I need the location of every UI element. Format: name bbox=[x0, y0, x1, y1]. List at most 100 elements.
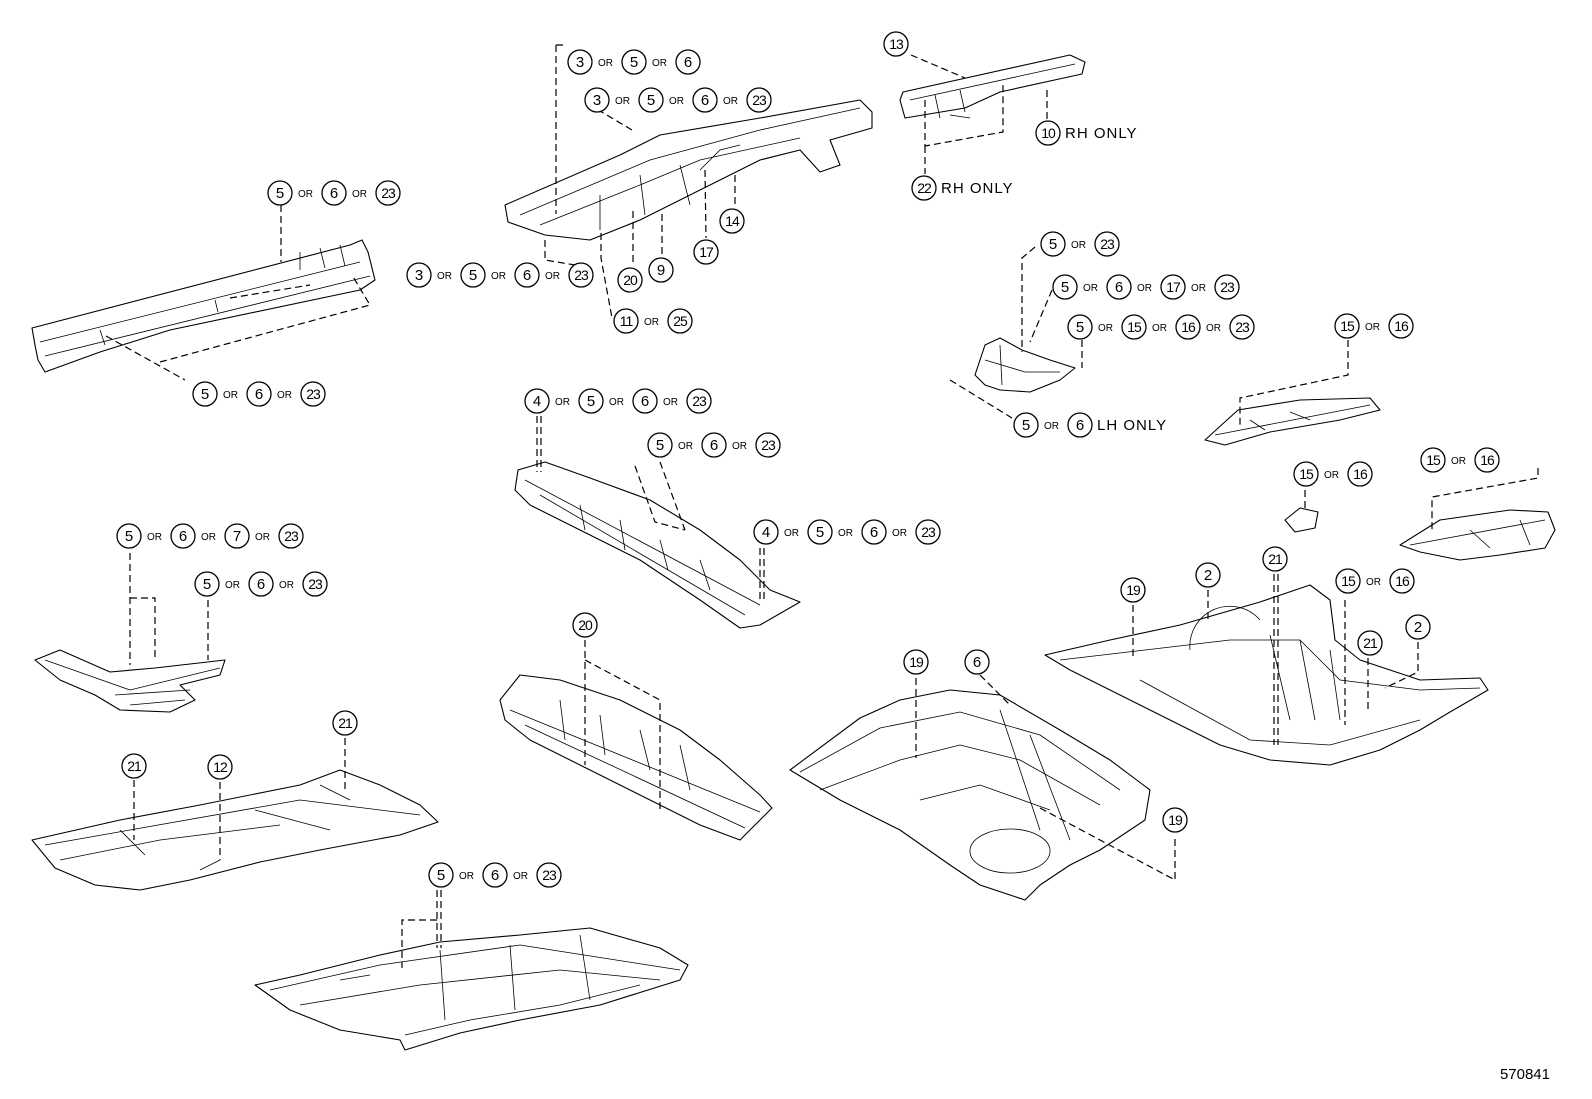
long-side-rail-part bbox=[31, 239, 376, 373]
callout-part-number: 23 bbox=[542, 867, 557, 883]
callout-part-number: 4 bbox=[762, 524, 770, 541]
callout-part-number: 5 bbox=[1022, 417, 1030, 434]
callout-or-separator: OR bbox=[147, 532, 162, 543]
callout-part-number: 5 bbox=[203, 576, 211, 593]
callout-or-separator: OR bbox=[644, 317, 659, 328]
callout-c-21-b: 21 bbox=[1357, 630, 1383, 656]
callout-circle bbox=[428, 862, 454, 888]
callout-circle bbox=[302, 571, 328, 597]
callout-or-separator: OR bbox=[279, 580, 294, 591]
callout-part-number: 16 bbox=[1395, 573, 1410, 589]
callout-or-separator: OR bbox=[1366, 577, 1381, 588]
callout-part-number: 6 bbox=[255, 386, 263, 403]
callout-part-number: 6 bbox=[710, 437, 718, 454]
callout-part-number: 19 bbox=[1126, 582, 1141, 598]
callout-or-separator: OR bbox=[1365, 322, 1380, 333]
callout-part-number: 21 bbox=[1363, 635, 1378, 651]
callout-circle bbox=[192, 381, 218, 407]
callout-circle bbox=[613, 308, 639, 334]
callout-part-number: 6 bbox=[1076, 417, 1084, 434]
callout-circle bbox=[1293, 461, 1319, 487]
callout-circle bbox=[1094, 231, 1120, 257]
callout-circle bbox=[1389, 568, 1415, 594]
callout-part-number: 15 bbox=[1426, 452, 1441, 468]
callout-circle bbox=[116, 523, 142, 549]
small-clip-part bbox=[1284, 507, 1319, 533]
callout-c-14: 14 bbox=[719, 208, 745, 234]
callout-circle bbox=[482, 862, 508, 888]
callout-circle bbox=[267, 180, 293, 206]
callout-or-separator: OR bbox=[838, 528, 853, 539]
callout-circle bbox=[121, 753, 147, 779]
callout-note: RH ONLY bbox=[1065, 125, 1138, 142]
callout-or-separator: OR bbox=[1098, 323, 1113, 334]
callout-circle bbox=[1474, 447, 1500, 473]
callout-part-number: 5 bbox=[125, 528, 133, 545]
callout-part-number: 23 bbox=[1235, 319, 1250, 335]
callout-circle bbox=[693, 239, 719, 265]
callout-circle bbox=[524, 388, 550, 414]
callout-part-number: 6 bbox=[701, 92, 709, 109]
callout-part-number: 6 bbox=[1115, 279, 1123, 296]
callout-part-number: 6 bbox=[330, 185, 338, 202]
callout-circle bbox=[911, 175, 937, 201]
callout-or-separator: OR bbox=[201, 532, 216, 543]
leader-lines bbox=[105, 44, 1539, 968]
callout-part-number: 15 bbox=[1340, 318, 1355, 334]
callout-circle bbox=[621, 49, 647, 75]
callout-or-separator: OR bbox=[555, 397, 570, 408]
callout-circle bbox=[638, 87, 664, 113]
callout-or-separator: OR bbox=[652, 58, 667, 69]
callout-c-21-a: 21 bbox=[1262, 546, 1288, 572]
callout-part-number: 23 bbox=[692, 393, 707, 409]
callout-c-19-a: 19 bbox=[1120, 577, 1146, 603]
callout-part-number: 5 bbox=[469, 267, 477, 284]
callout-circle bbox=[224, 523, 250, 549]
callout-part-number: 15 bbox=[1299, 466, 1314, 482]
callout-circle bbox=[1229, 314, 1255, 340]
callout-or-separator: OR bbox=[609, 397, 624, 408]
callout-or-separator: OR bbox=[1071, 240, 1086, 251]
callout-or-separator: OR bbox=[669, 96, 684, 107]
callout-c-9: 9 bbox=[648, 257, 674, 283]
callout-part-number: 23 bbox=[308, 576, 323, 592]
callout-part-number: 3 bbox=[415, 267, 423, 284]
callout-or-separator: OR bbox=[615, 96, 630, 107]
callout-note: LH ONLY bbox=[1097, 417, 1167, 434]
callout-part-number: 5 bbox=[201, 386, 209, 403]
callout-circle bbox=[248, 571, 274, 597]
callout-or-separator: OR bbox=[491, 271, 506, 282]
callout-part-number: 20 bbox=[623, 272, 638, 288]
callout-c-6: 6 bbox=[964, 649, 990, 675]
callout-circle bbox=[719, 208, 745, 234]
callout-c-20-top: 20 bbox=[617, 267, 643, 293]
callout-circle bbox=[1335, 568, 1361, 594]
diagram-reference-number: 570841 bbox=[1499, 1066, 1550, 1083]
callout-circle bbox=[584, 87, 610, 113]
callout-circle bbox=[686, 388, 712, 414]
callout-circle bbox=[1121, 314, 1147, 340]
callout-circle bbox=[1195, 562, 1221, 588]
callout-circle bbox=[883, 31, 909, 57]
callout-circle bbox=[675, 49, 701, 75]
callout-circle bbox=[903, 649, 929, 675]
callout-part-number: 6 bbox=[641, 393, 649, 410]
callout-circle bbox=[536, 862, 562, 888]
callout-part-number: 5 bbox=[816, 524, 824, 541]
right-plate-lower-part bbox=[1399, 509, 1556, 561]
callout-or-separator: OR bbox=[732, 441, 747, 452]
callout-circle bbox=[1347, 461, 1373, 487]
callout-circle bbox=[647, 432, 673, 458]
callout-c-2-b: 2 bbox=[1405, 614, 1431, 640]
callout-or-separator: OR bbox=[1206, 323, 1221, 334]
callout-circle bbox=[194, 571, 220, 597]
callout-circle bbox=[1214, 274, 1240, 300]
callout-c-21-c: 21 bbox=[332, 710, 358, 736]
callout-or-separator: OR bbox=[352, 189, 367, 200]
rear-cross-member-part bbox=[899, 54, 1086, 119]
